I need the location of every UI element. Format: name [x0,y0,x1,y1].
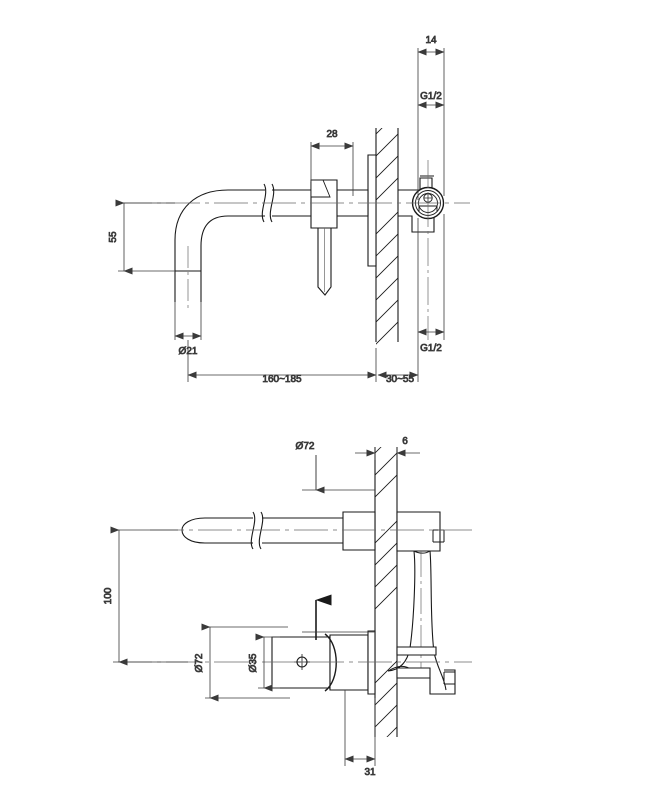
spout-body-plan [181,511,343,550]
valve-handle-shaft-plan [271,636,331,689]
spout-body-elevation [174,179,369,312]
dimension-30-55 [377,218,419,382]
valve-outlet-elbow-plan [429,669,456,695]
escutcheon-plate-elevation [367,154,377,267]
valve-dome-profile-plan [324,633,337,692]
dimension-label-31: 31 [364,767,376,778]
dimension-label-55: 55 [108,231,119,243]
lever-handle-elevation [317,227,332,296]
dimension-31 [344,690,376,766]
dimension-label-14: 14 [425,35,437,46]
dimension-label-g12-bottom: G1/2 [420,343,442,354]
dimension-label-d35: Ø35 [248,653,259,672]
dimension-28 [310,142,354,196]
spout-bend-outer [174,189,229,302]
spout-collar-plan [342,511,376,551]
valve-inlet-lower-plan [396,667,431,679]
dimension-group-plan: Ø72 6 100 Ø72 [103,436,420,778]
dimension-label-6: 6 [402,436,408,447]
valve-outlet-fitting-plan [443,671,456,685]
dimension-6 [355,447,420,460]
dimension-d72-bottom [201,623,290,702]
dimension-label-d72-bottom: Ø72 [194,653,205,672]
dimension-label-30-55: 30~55 [386,374,415,385]
dimension-d35 [255,633,280,692]
dimension-160-185 [187,340,377,382]
dimension-label-g12-top: G1/2 [420,91,442,102]
dimension-label-d72-top: Ø72 [296,441,315,452]
riser-pipe-top-shoulder [413,550,431,554]
valve-assembly-plan [271,630,456,695]
wall-hatching-plan [375,447,397,737]
spout-bend-inner [200,215,229,302]
dimension-label-100: 100 [103,587,114,604]
valve-inlet-upper-plan [396,646,437,656]
dimension-14 [417,48,445,200]
spout-wall-assembly-plan [342,511,445,552]
dimension-label-160-185: 160~185 [262,374,302,385]
break-symbol-plan-left [250,511,256,550]
spout-bevel-top [310,179,331,198]
break-symbol-plan-right [258,511,264,550]
dimension-group-elevation: 14 G1/2 28 55 [108,35,445,385]
wall-hatching-elevation [376,128,398,345]
dimension-100 [110,526,188,666]
dimension-label-28: 28 [326,129,338,140]
dimension-g12-bottom [417,214,445,340]
view-side-elevation: 14 G1/2 28 55 [108,35,470,385]
view-plan: Ø72 6 100 Ø72 [103,436,472,778]
spout-body-behind-wall-plan [396,511,441,552]
dimension-55 [115,199,175,275]
dimension-d21 [174,302,202,340]
valve-wall-plate-plan [367,630,376,695]
dimension-d72-top [302,455,375,633]
valve-inlet-lower [398,215,435,233]
